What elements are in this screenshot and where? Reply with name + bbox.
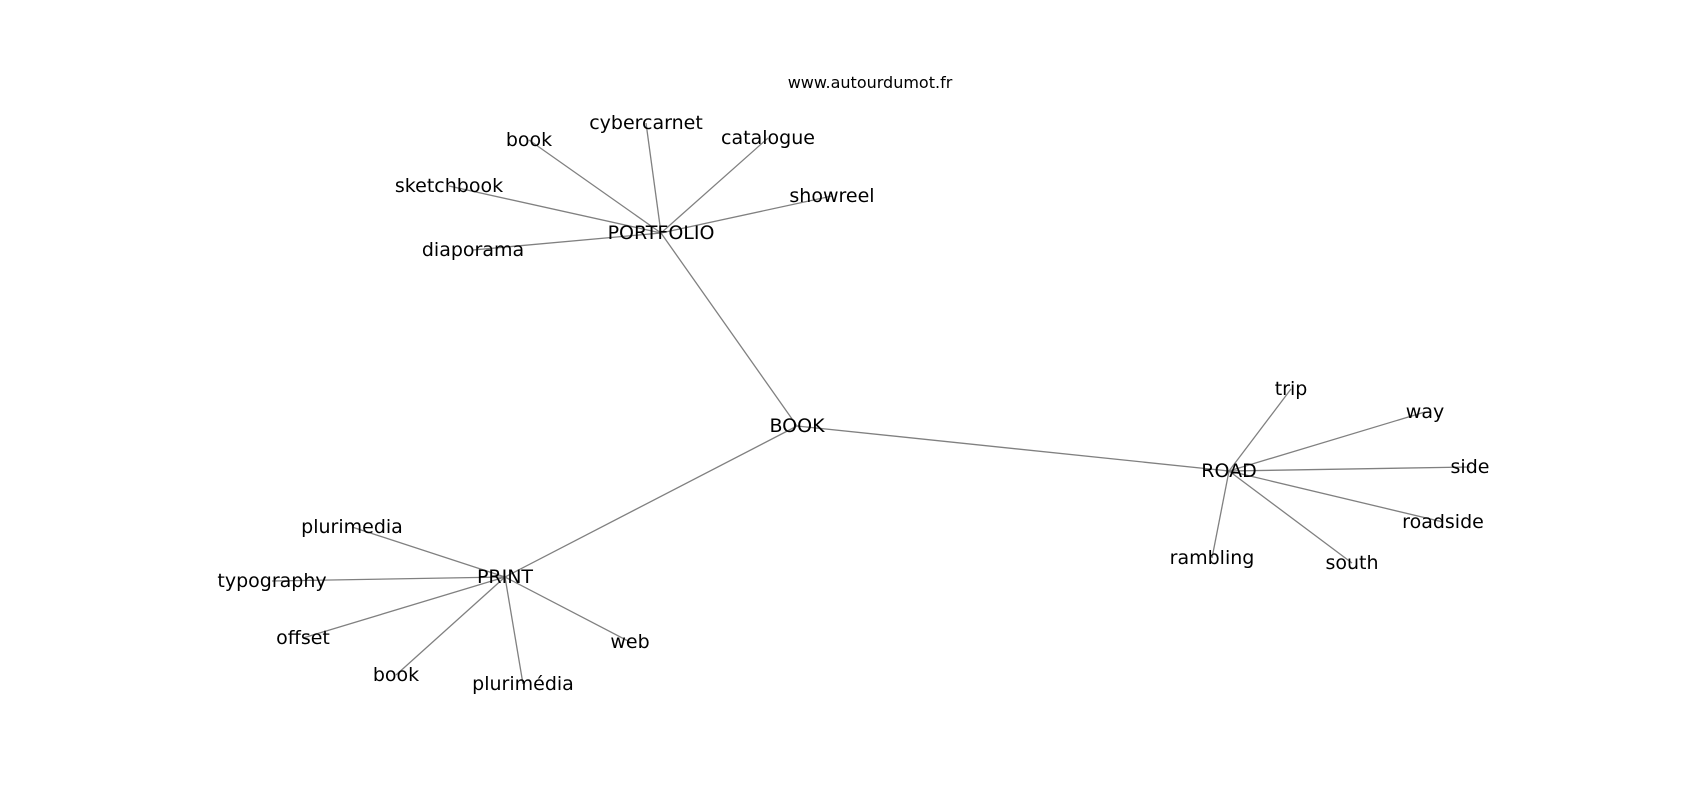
node-leaf-web[interactable]: web (610, 631, 649, 653)
node-leaf-diaporama[interactable]: diaporama (422, 239, 524, 261)
node-leaf-offset[interactable]: offset (276, 627, 330, 649)
node-center-book[interactable]: BOOK (769, 415, 825, 437)
edge-print-plurimedia (504, 576, 524, 685)
node-leaf-book[interactable]: book (506, 129, 552, 151)
edge-print-typography (271, 576, 506, 582)
node-hub-print[interactable]: PRINT (477, 566, 533, 588)
edge-center-road (796, 425, 1230, 472)
node-leaf-roadside[interactable]: roadside (1402, 511, 1484, 533)
edge-portfolio-sketchbook (448, 185, 662, 234)
node-leaf-sketchbook[interactable]: sketchbook (395, 175, 503, 197)
node-leaf-book[interactable]: book (373, 664, 419, 686)
edge-road-roadside (1228, 470, 1444, 523)
edge-portfolio-diaporama (472, 232, 662, 251)
node-leaf-plurimedia[interactable]: plurimédia (472, 673, 574, 695)
edge-portfolio-catalogue (660, 137, 769, 234)
edge-center-portfolio (660, 232, 798, 427)
node-leaf-typography[interactable]: typography (217, 570, 326, 592)
node-leaf-cybercarnet[interactable]: cybercarnet (589, 112, 703, 134)
edge-road-side (1228, 466, 1471, 472)
edge-road-way (1228, 411, 1426, 472)
node-leaf-way[interactable]: way (1406, 401, 1444, 423)
edges-layer (271, 122, 1471, 685)
node-leaf-plurimedia[interactable]: plurimedia (301, 516, 403, 538)
edge-print-offset (302, 576, 506, 639)
edge-print-web (504, 576, 631, 643)
edge-road-south (1228, 470, 1353, 564)
edge-portfolio-cybercarnet (645, 122, 662, 234)
node-leaf-south[interactable]: south (1325, 552, 1378, 574)
labels-layer: www.autourdumot.fr BOOK PORTFOLIO book cybe… (217, 73, 1489, 695)
edge-portfolio-book (528, 139, 662, 234)
edge-road-rambling (1211, 470, 1230, 559)
node-leaf-trip[interactable]: trip (1275, 378, 1308, 400)
edge-print-book (395, 576, 506, 676)
edge-portfolio-showreel (660, 195, 833, 234)
node-leaf-catalogue[interactable]: catalogue (721, 127, 815, 149)
edge-print-plurimedia (351, 526, 506, 578)
edge-road-trip (1228, 388, 1292, 472)
source-url[interactable]: www.autourdumot.fr (788, 73, 953, 92)
node-leaf-side[interactable]: side (1451, 456, 1490, 478)
edge-center-print (504, 425, 798, 578)
node-hub-portfolio[interactable]: PORTFOLIO (608, 222, 715, 244)
node-leaf-showreel[interactable]: showreel (789, 185, 874, 207)
node-leaf-rambling[interactable]: rambling (1170, 547, 1255, 569)
node-hub-road[interactable]: ROAD (1201, 460, 1256, 482)
